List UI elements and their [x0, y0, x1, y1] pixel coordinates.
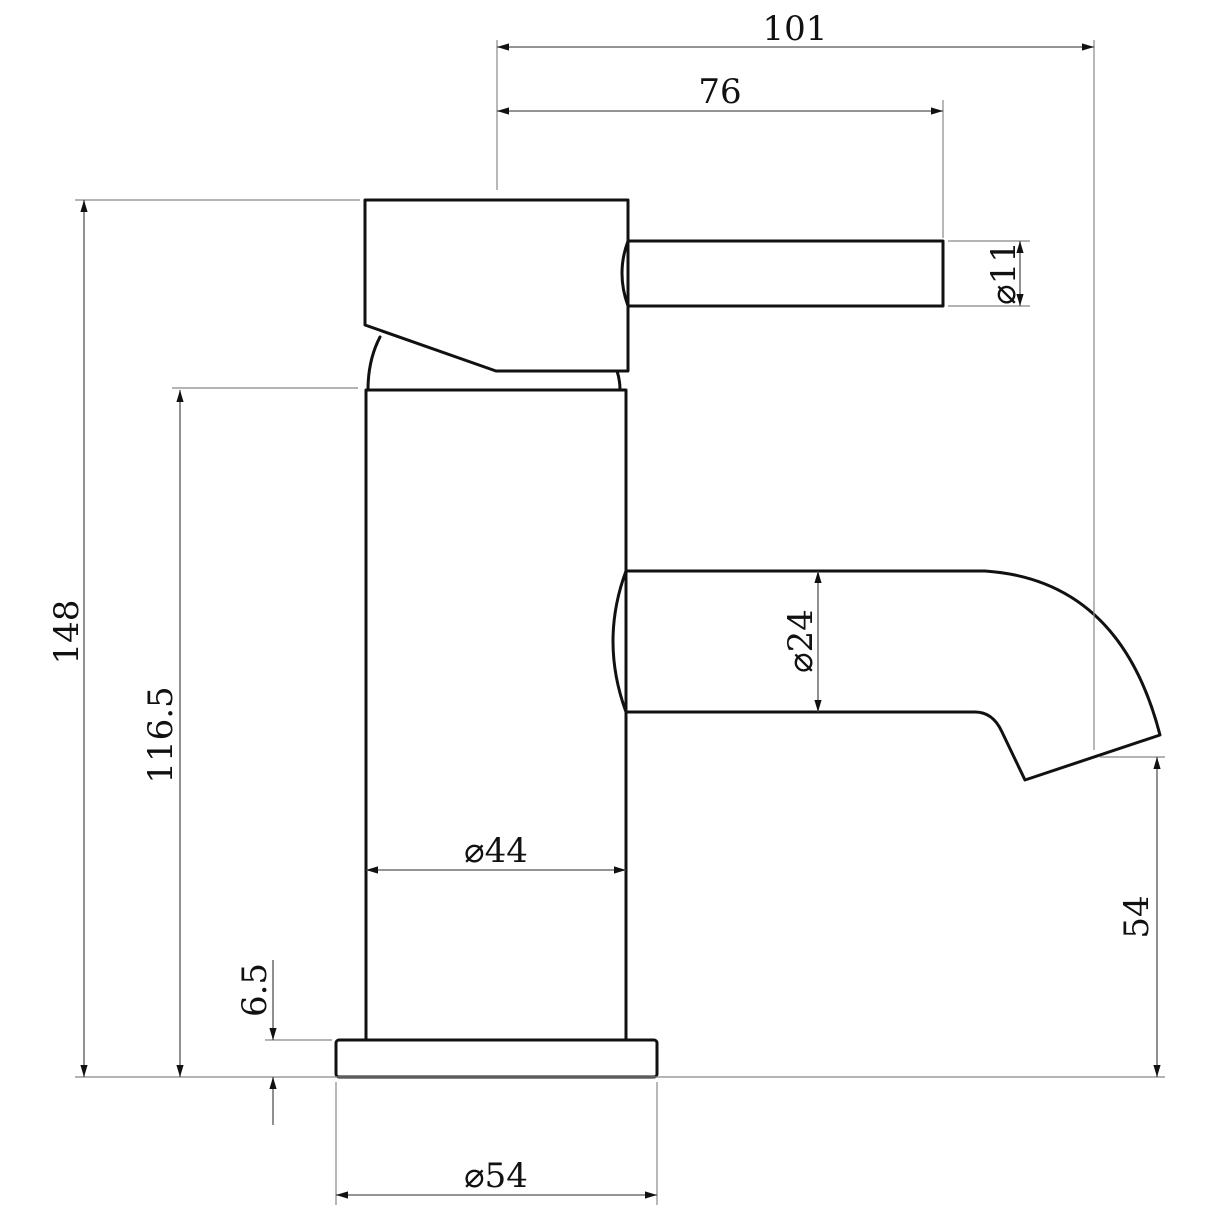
label-101: 101 [763, 9, 828, 49]
handle-lever [620, 239, 945, 308]
label-148: 148 [47, 600, 87, 665]
label-116-5: 116.5 [141, 686, 181, 783]
neck-right-arc [615, 369, 622, 392]
tap-body [364, 388, 628, 1042]
tap-base [334, 1038, 659, 1079]
tap-outline [334, 198, 1162, 1079]
spout [611, 569, 1162, 782]
dimension-lines [80, 43, 1161, 1199]
extension-lines [75, 40, 1165, 1205]
handle-body [363, 198, 630, 373]
label-11: ⌀11 [984, 241, 1024, 305]
neck-left-arc [366, 335, 382, 392]
dimension-labels: 101 76 ⌀11 ⌀24 ⌀44 ⌀54 148 116.5 6.5 54 [47, 9, 1157, 1196]
label-44: ⌀44 [464, 831, 528, 871]
label-54-height: 54 [1117, 895, 1157, 938]
label-6-5: 6.5 [235, 963, 275, 1017]
label-24: ⌀24 [781, 609, 821, 673]
label-54-base: ⌀54 [464, 1156, 528, 1196]
label-76: 76 [698, 72, 741, 112]
